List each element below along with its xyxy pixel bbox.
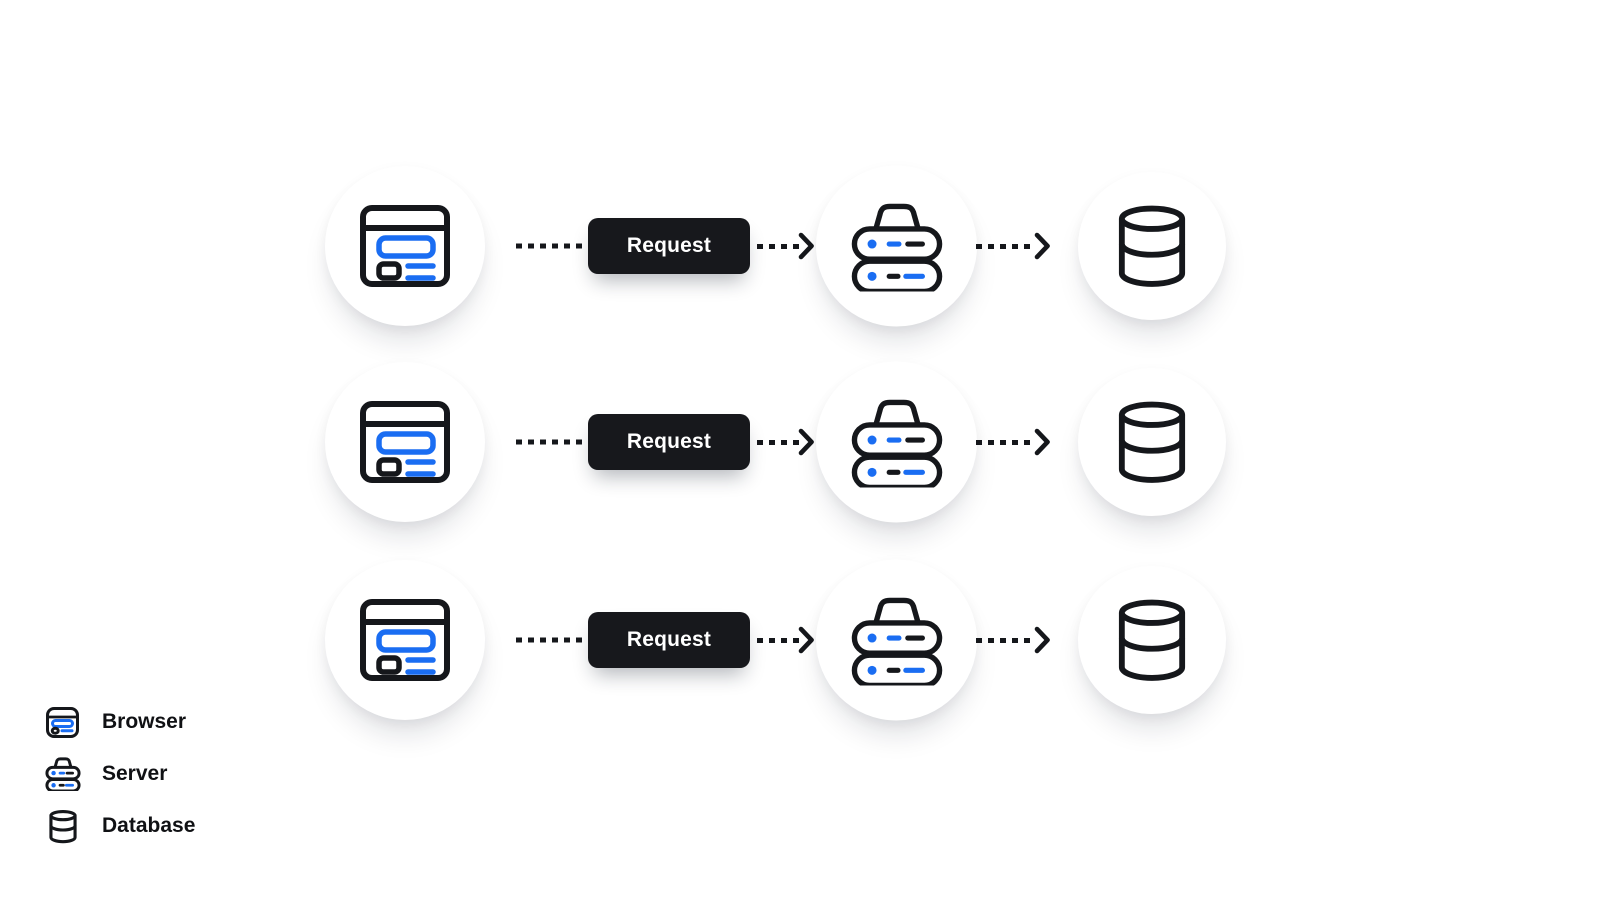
legend-label: Browser [102,710,187,733]
arrow-head-icon [1034,232,1050,260]
dashed-arrow-connector [757,231,815,261]
browser-icon [44,706,81,738]
browser-icon [360,599,450,681]
server-node [816,165,977,327]
server-node [816,559,977,721]
server-icon [851,203,942,291]
browser-node [325,560,485,720]
legend-item-server: Server [44,748,195,800]
database-node [1078,368,1226,516]
dashed-connector [516,243,586,249]
database-icon [44,809,81,844]
browser-node [325,166,485,326]
request-button: Request [588,612,750,668]
dashed-line [976,439,1036,445]
dashed-line [757,637,800,643]
legend-item-browser: Browser [44,696,195,748]
dashed-connector [516,637,586,643]
arrow-head-icon [798,232,814,260]
browser-icon [360,401,450,483]
dashed-line [757,439,800,445]
dashed-line [516,637,586,643]
database-icon [1118,205,1186,287]
dashed-line [516,243,586,249]
dashed-connector [516,439,586,445]
arrow-head-icon [798,626,814,654]
dashed-line [976,637,1036,643]
browser-node [325,362,485,522]
dashed-arrow-connector [976,427,1051,457]
server-icon [851,399,942,487]
flow-row: Request [0,559,1600,721]
database-icon [1118,599,1186,681]
flow-row: Request [0,361,1600,523]
database-icon [1118,401,1186,483]
server-node [816,361,977,523]
dashed-arrow-connector [757,427,815,457]
dashed-line [976,243,1036,249]
browser-icon [360,205,450,287]
legend: Browser Server Database [44,696,195,852]
server-icon [44,757,81,791]
arrow-head-icon [1034,626,1050,654]
dashed-line [516,439,586,445]
dashed-arrow-connector [757,625,815,655]
server-icon [851,597,942,685]
legend-label: Database [102,814,196,837]
legend-item-database: Database [44,800,195,852]
request-button: Request [588,218,750,274]
flow-row: Request [0,165,1600,327]
database-node [1078,566,1226,714]
arrow-head-icon [1034,428,1050,456]
request-button: Request [588,414,750,470]
dashed-arrow-connector [976,231,1051,261]
dashed-arrow-connector [976,625,1051,655]
database-node [1078,172,1226,320]
dashed-line [757,243,800,249]
arrow-head-icon [798,428,814,456]
legend-label: Server [102,762,168,785]
